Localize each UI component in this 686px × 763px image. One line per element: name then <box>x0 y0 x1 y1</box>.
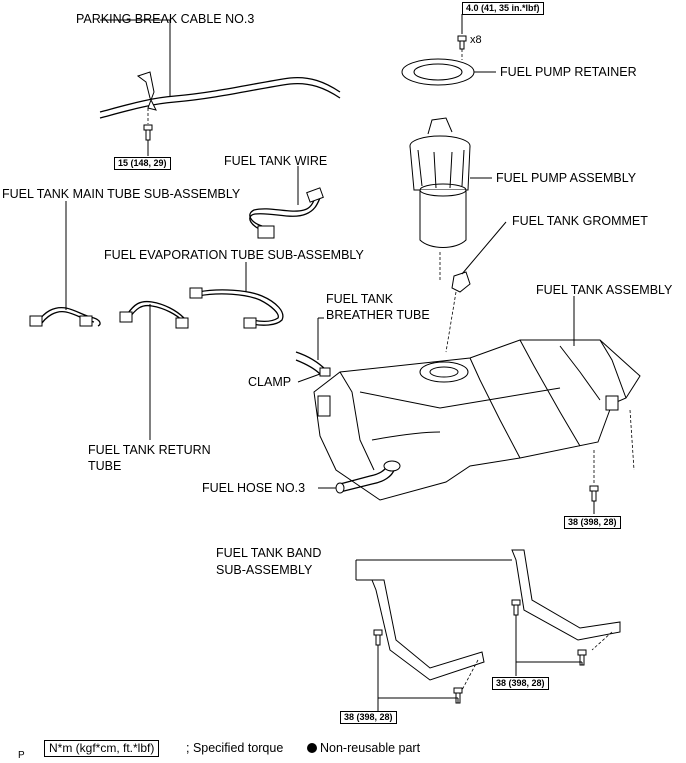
fuel-evaporation-tube <box>189 262 284 329</box>
label-evaporation-tube: FUEL EVAPORATION TUBE SUB-ASSEMBLY <box>104 248 364 262</box>
legend-unit-box: N*m (kgf*cm, ft.*lbf) <box>44 740 160 757</box>
label-fuel-pump-retainer: FUEL PUMP RETAINER <box>500 65 637 79</box>
label-breather-tube-line1: FUEL TANK <box>326 292 394 306</box>
fuel-tank-grommet <box>445 221 507 353</box>
fuel-hose-no3 <box>318 460 401 494</box>
corner-mark: P <box>18 750 25 761</box>
label-return-tube-line2: TUBE <box>88 459 122 473</box>
label-return-tube-line1: FUEL TANK RETURN <box>88 443 211 457</box>
parking-bolt <box>143 108 153 156</box>
label-fuel-tank-assembly: FUEL TANK ASSEMBLY <box>536 283 673 297</box>
fuel-tank-body <box>313 339 641 501</box>
non-reusable-dot <box>307 743 317 753</box>
legend-non-reusable: Non-reusable part <box>320 741 421 755</box>
label-band-line2: SUB-ASSEMBLY <box>216 563 313 577</box>
legend-specified-torque: ; Specified torque <box>186 741 284 755</box>
fuel-pump-assembly <box>409 117 492 280</box>
fuel-tank-wire <box>249 166 324 239</box>
retainer-bolt-quantity: x8 <box>470 34 482 46</box>
torque-band-left: 38 (398, 28) <box>340 711 397 724</box>
tank-bolt <box>589 409 635 514</box>
torque-fuel-tank: 38 (398, 28) <box>564 516 621 529</box>
label-parking-brake-cable: PARKING BREAK CABLE NO.3 <box>76 12 255 26</box>
label-band-line1: FUEL TANK BAND <box>216 546 322 560</box>
parking-brake-cable <box>99 19 341 119</box>
fuel-pump-retainer <box>401 58 496 86</box>
retainer-bolt <box>457 14 467 60</box>
label-breather-tube-line2: BREATHER TUBE <box>326 308 430 322</box>
label-clamp: CLAMP <box>248 375 292 389</box>
label-main-tube: FUEL TANK MAIN TUBE SUB-ASSEMBLY <box>2 187 241 201</box>
fuel-tank-band-right <box>511 549 621 651</box>
fuel-tank-return-tube <box>119 300 189 440</box>
fuel-tank-main-tube <box>29 201 101 327</box>
label-fuel-hose-no3: FUEL HOSE NO.3 <box>202 481 306 495</box>
torque-band-right: 38 (398, 28) <box>492 677 549 690</box>
band-label-leader <box>355 559 512 581</box>
torque-retainer: 4.0 (41, 35 in.*lbf) <box>462 2 544 15</box>
torque-parking-cable: 15 (148, 29) <box>114 157 171 170</box>
label-fuel-tank-grommet: FUEL TANK GROMMET <box>512 214 648 228</box>
label-fuel-tank-wire: FUEL TANK WIRE <box>224 154 328 168</box>
label-fuel-pump-assembly: FUEL PUMP ASSEMBLY <box>496 171 637 185</box>
band-bolts <box>373 599 587 712</box>
fuel-tank-band-left <box>371 579 485 691</box>
